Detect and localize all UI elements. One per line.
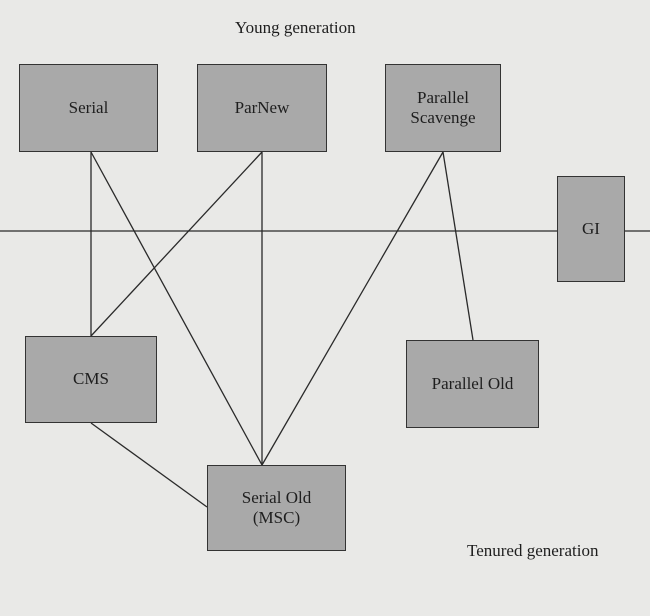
serial-collector-label: Serial bbox=[68, 97, 109, 117]
serial-old-collector-box: Serial Old (MSC) bbox=[207, 465, 346, 551]
link-parallel-scavenge-serial-old bbox=[261, 151, 444, 466]
parnew-collector-box: ParNew bbox=[197, 64, 327, 152]
serial-old-label-line2: (MSC) bbox=[252, 508, 301, 527]
link-cms-serial-old bbox=[90, 422, 208, 508]
parallel-scavenge-collector-box: Parallel Scavenge bbox=[385, 64, 501, 152]
cms-collector-box: CMS bbox=[25, 336, 157, 423]
parnew-collector-label: ParNew bbox=[234, 97, 290, 117]
serial-collector-box: Serial bbox=[19, 64, 158, 152]
link-serial-serial-old bbox=[90, 151, 263, 466]
g1-collector-label: GI bbox=[582, 218, 600, 238]
parallel-old-collector-label: Parallel Old bbox=[431, 373, 514, 393]
parallel-old-collector-box: Parallel Old bbox=[406, 340, 539, 428]
parallel-scavenge-label-line2: Scavenge bbox=[410, 108, 476, 127]
young-generation-label: Young generation bbox=[235, 18, 356, 37]
serial-old-label-line1: Serial Old bbox=[241, 487, 312, 507]
link-parnew-cms bbox=[90, 151, 263, 337]
g1-collector-box: GI bbox=[557, 176, 625, 282]
link-parallel-scavenge-parallel-old bbox=[442, 151, 474, 341]
parallel-scavenge-label-line1: Parallel bbox=[417, 87, 469, 107]
cms-collector-label: CMS bbox=[73, 369, 109, 389]
tenured-generation-label: Tenured generation bbox=[467, 541, 599, 560]
